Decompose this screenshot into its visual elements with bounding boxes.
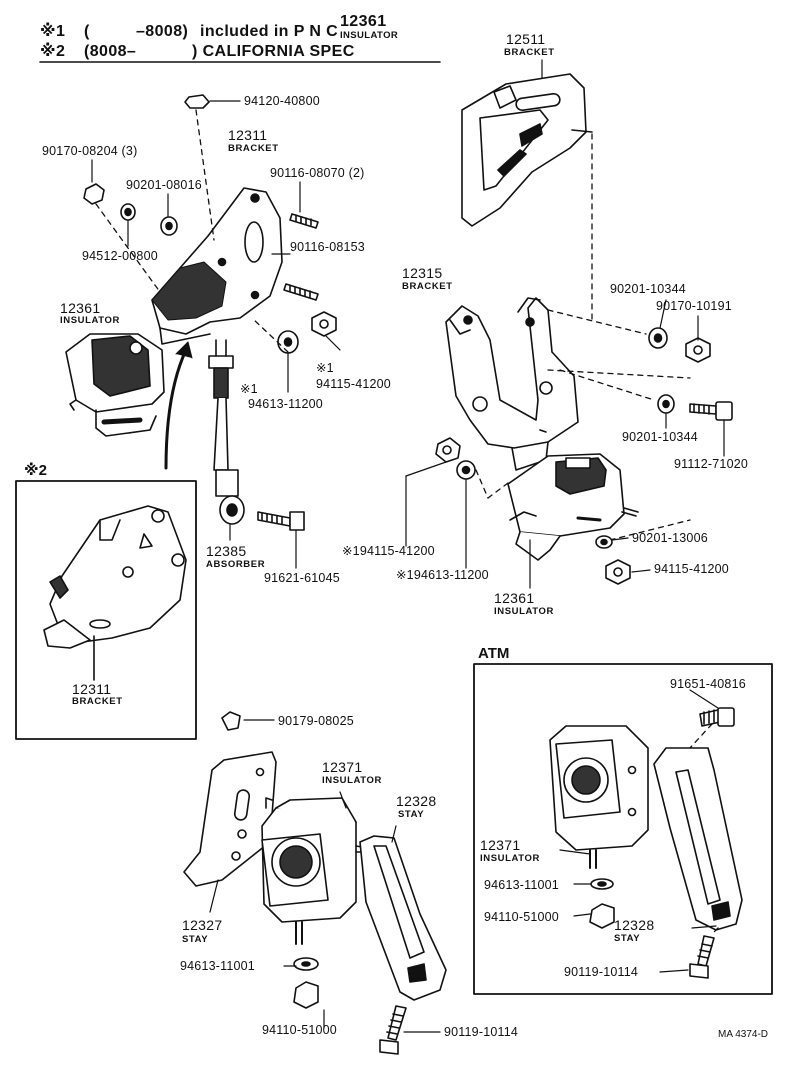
nut-90179	[221, 711, 241, 731]
nut-94115-b	[605, 559, 631, 585]
nut-94110-a	[293, 981, 319, 1009]
label-12385-number: 12385	[206, 543, 247, 559]
absorber-12385-drawing	[208, 339, 245, 525]
label-12328-number: 12328	[396, 793, 437, 809]
label-90170-08204: 90170-08204 (3)	[42, 144, 138, 158]
insulator-12371-left-drawing	[261, 797, 369, 945]
bolt-90119-a	[379, 1005, 407, 1055]
mark-1-a: ※1	[316, 361, 334, 375]
note1-pnc-name: INSULATOR	[340, 30, 399, 41]
label-94120-40800: 94120-40800	[244, 94, 320, 108]
bolt-90119-b	[689, 935, 715, 979]
label-12511-name: BRACKET	[504, 47, 555, 58]
leader-dashes-ul	[95, 109, 289, 353]
nut-94120	[184, 94, 210, 109]
label-12328-name: STAY	[398, 809, 425, 820]
label-94613-11001-a: 94613-11001	[180, 959, 255, 973]
atm-box	[473, 663, 773, 995]
label-94512-00800: 94512-00800	[82, 249, 158, 263]
right-hardware	[435, 327, 733, 480]
atm-heading: ATM	[478, 645, 510, 662]
bolt-91621	[257, 511, 305, 531]
stud-bolts	[283, 213, 319, 301]
assembly-arrow	[164, 348, 188, 470]
label-12315-number: 12315	[402, 265, 443, 281]
label-91651-40816: 91651-40816	[670, 677, 746, 691]
label-194115-41200: ※194115-41200	[342, 544, 435, 558]
ref-mark-2: ※2	[24, 462, 47, 479]
nut-90170	[83, 183, 105, 205]
label-12361-right-number: 12361	[494, 590, 535, 606]
label-12315-name: BRACKET	[402, 281, 453, 292]
label-12385-name: ABSORBER	[206, 559, 266, 570]
insulator-12361-right-drawing	[507, 453, 639, 561]
nut-94115-a	[311, 311, 337, 337]
label-194613-11200: ※194613-11200	[396, 568, 489, 582]
label-90179-08025: 90179-08025	[278, 714, 354, 728]
label-12311-calif-name: BRACKET	[72, 696, 123, 707]
label-94613-11200-a: 94613-11200	[248, 397, 323, 411]
label-90201-10344-b: 90201-10344	[622, 430, 698, 444]
label-12361-number: 12361	[60, 300, 101, 316]
note2-text: ) CALIFORNIA SPEC	[192, 43, 355, 60]
leader-dashes-ur	[475, 133, 691, 541]
label-leaders	[91, 59, 725, 1033]
label-94115-41200-a: 94115-41200	[316, 377, 391, 391]
label-12371-atm-name: INSULATOR	[480, 853, 540, 864]
bracket-12311-calif-drawing	[43, 505, 187, 649]
label-12311-calif-number: 12311	[72, 681, 112, 697]
bracket-12511-drawing	[461, 73, 593, 227]
label-12361-name: INSULATOR	[60, 315, 120, 326]
label-12371-number: 12371	[322, 759, 363, 775]
nut-94110-b	[589, 903, 615, 929]
label-12327-number: 12327	[182, 917, 223, 933]
label-91621-61045: 91621-61045	[264, 571, 340, 585]
drawing-reference: MA 4374-D	[718, 1029, 769, 1040]
leader-dashes-atm	[689, 723, 719, 935]
note2-range: (8008–	[84, 43, 137, 60]
label-12371-name: INSULATOR	[322, 775, 382, 786]
stay-12327-drawing	[183, 751, 277, 887]
label-90201-13006: 90201-13006	[632, 531, 708, 545]
note1-text: included in P N C	[200, 23, 339, 40]
label-94110-51000-b: 94110-51000	[484, 910, 559, 924]
label-12328-atm-name: STAY	[614, 933, 641, 944]
note2-mark: ※2	[40, 43, 66, 60]
label-12311-number: 12311	[228, 127, 268, 143]
note1-mark: ※1	[40, 23, 66, 40]
label-90201-10344-a: 90201-10344	[610, 282, 686, 296]
label-12511-number: 12511	[506, 31, 546, 47]
label-12327-name: STAY	[182, 934, 209, 945]
label-90116-08153: 90116-08153	[290, 240, 365, 254]
label-12361-right-name: INSULATOR	[494, 606, 554, 617]
california-spec-box	[15, 480, 197, 740]
label-90119-10114-b: 90119-10114	[564, 965, 639, 979]
bracket-12311-drawing	[151, 187, 283, 345]
note1-range: –8008)	[136, 23, 189, 40]
label-94115-41200-b: 94115-41200	[654, 562, 729, 576]
bolt-91651	[699, 707, 735, 727]
label-90116-08070: 90116-08070 (2)	[270, 166, 365, 180]
label-91112-71020: 91112-71020	[674, 457, 749, 471]
label-90119-10114-a: 90119-10114	[444, 1025, 519, 1039]
label-12311-name: BRACKET	[228, 143, 279, 154]
note1-pnc: 12361	[340, 13, 387, 30]
mark-1-b: ※1	[240, 382, 258, 396]
stay-12328-left-drawing	[359, 835, 447, 1001]
label-12371-atm-number: 12371	[480, 837, 521, 853]
insulator-12371-atm-drawing	[549, 725, 649, 869]
insulator-12361-left-drawing	[65, 333, 165, 437]
label-12328-atm-number: 12328	[614, 917, 655, 933]
note1-range-open: (	[84, 23, 90, 40]
label-94613-11001-b: 94613-11001	[484, 878, 559, 892]
label-94110-51000-a: 94110-51000	[262, 1023, 337, 1037]
label-90170-10191: 90170-10191	[656, 299, 732, 313]
bracket-12315-drawing	[445, 297, 579, 471]
label-90201-08016: 90201-08016	[126, 178, 202, 192]
stay-12328-atm-drawing	[653, 747, 743, 931]
